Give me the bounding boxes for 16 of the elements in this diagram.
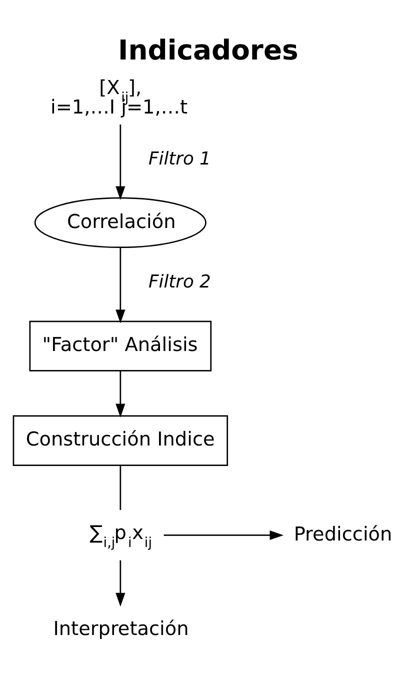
- arrow: [116, 247, 126, 323]
- edge-label: Filtro 2: [148, 271, 211, 292]
- node-text: [X$_{ij}$], i=1,…I j=1,…t: [50, 76, 188, 118]
- arrow: [116, 370, 126, 417]
- node-text: ∑$_{i,j}$p$_{i}$x$_{ij}$: [90, 520, 152, 550]
- node-ellipse: Correlación: [34, 196, 206, 248]
- connector: [120, 465, 122, 510]
- arrow: [116, 124, 126, 200]
- arrow: [116, 560, 126, 606]
- node-text: Interpretación: [53, 616, 189, 640]
- node-box: "Factor" Análisis: [29, 320, 212, 371]
- arrow: [164, 530, 284, 540]
- diagram-title: Indicadores: [118, 35, 298, 66]
- node-text: Predicción: [294, 522, 392, 545]
- edge-label: Filtro 1: [148, 148, 211, 169]
- node-box: Construcción Indice: [12, 414, 228, 466]
